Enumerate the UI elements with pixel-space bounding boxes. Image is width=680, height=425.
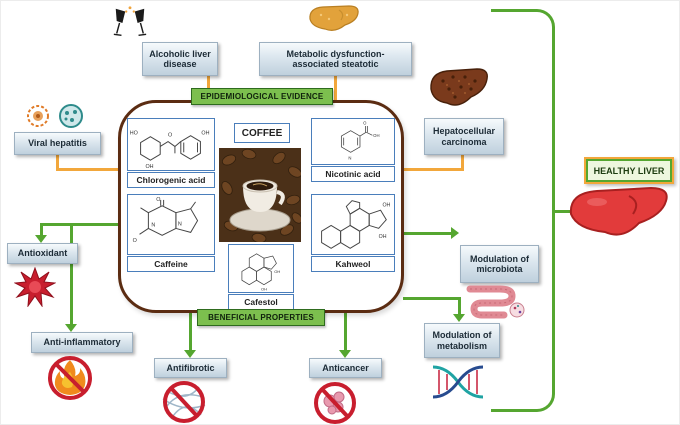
svg-text:OH: OH — [383, 202, 391, 208]
banner-label: BENEFICIAL PROPERTIES — [208, 313, 314, 322]
coffee-title: COFFEE — [234, 123, 290, 143]
label-text: Alcoholic liver disease — [149, 48, 211, 69]
evidence-connector — [334, 75, 337, 101]
benefit-label-modulation-of-metabolism: Modulation of metabolism — [424, 323, 500, 358]
caffeine-structure-icon: O N N O — [127, 194, 215, 255]
benefit-connector — [40, 223, 43, 236]
svg-text:OH: OH — [146, 164, 154, 170]
benefit-connector — [344, 313, 347, 351]
compound-kahweol: OH OH Kahweol — [311, 194, 395, 272]
disease-label-viral-hepatitis: Viral hepatitis — [14, 132, 101, 155]
label-text: Hepatocellular carcinoma — [432, 126, 496, 147]
benefit-connector — [189, 313, 192, 351]
compound-name: Kahweol — [311, 256, 395, 272]
compound-name: Caffeine — [127, 256, 215, 272]
svg-text:N: N — [348, 155, 351, 160]
svg-text:N: N — [178, 221, 182, 227]
arrow-right-icon — [451, 227, 459, 239]
svg-text:OH: OH — [274, 269, 280, 274]
svg-text:O: O — [156, 197, 160, 203]
benefit-label-antioxidant: Antioxidant — [7, 243, 78, 264]
compound-name: Chlorogenic acid — [127, 172, 215, 188]
compound-nicotinic-acid: O OH N Nicotinic acid — [311, 118, 395, 182]
kahweol-structure-icon: OH OH — [311, 194, 395, 255]
compound-cafestol: OH OH Cafestol — [228, 244, 294, 310]
dna-helix-icon — [430, 361, 486, 403]
no-cancer-icon — [312, 381, 358, 424]
svg-text:O: O — [363, 120, 367, 125]
label-text: Antifibrotic — [166, 362, 215, 373]
benefit-connector — [403, 297, 461, 300]
label-text: Metabolic dysfunction-associated steatot… — [286, 48, 385, 69]
label-text: Anticancer — [322, 362, 369, 373]
benefit-connector — [403, 232, 452, 235]
cafestol-structure-icon: OH OH — [228, 244, 294, 293]
hepatitis-virus-icons — [22, 101, 90, 131]
label-text: Viral hepatitis — [28, 138, 87, 149]
nicotinic-acid-structure-icon: O OH N — [311, 118, 395, 165]
evidence-connector — [56, 154, 59, 171]
healthy-liver-icon — [567, 184, 673, 246]
evidence-connector — [461, 154, 464, 171]
compound-name: Cafestol — [228, 294, 294, 310]
banner-label: EPIDEMIOLOGICAL EVIDENCE — [200, 92, 324, 101]
benefit-connector — [458, 297, 461, 315]
champagne-glasses-icon — [111, 3, 149, 41]
label-text: Anti-inflammatory — [43, 337, 121, 348]
svg-text:OH: OH — [261, 287, 267, 292]
svg-text:OH: OH — [373, 133, 379, 138]
arrow-down-icon — [35, 235, 47, 243]
beneficial-properties-banner: BENEFICIAL PROPERTIES — [197, 309, 325, 326]
disease-label-metabolic-steatotic: Metabolic dysfunction-associated steatot… — [259, 42, 412, 76]
no-inflammation-icon — [47, 354, 93, 400]
evidence-connector — [56, 168, 119, 171]
benefit-connector — [40, 223, 119, 226]
disease-label-alcoholic-liver-disease: Alcoholic liver disease — [142, 42, 218, 76]
coffee-cup-photo — [219, 148, 301, 242]
benefit-label-antifibrotic: Antifibrotic — [154, 358, 227, 378]
svg-text:N: N — [151, 222, 155, 228]
arrow-down-icon — [184, 350, 196, 358]
no-fibrosis-icon — [159, 379, 209, 424]
cirrhotic-liver-icon — [427, 65, 491, 115]
label-text: Modulation of microbiota — [470, 253, 529, 274]
coffee-title-label: COFFEE — [241, 127, 283, 139]
benefit-label-anti-inflammatory: Anti-inflammatory — [31, 332, 133, 353]
benefit-connector — [555, 210, 571, 213]
benefit-connector — [70, 223, 73, 325]
compound-name: Nicotinic acid — [311, 166, 395, 182]
outcome-bracket — [491, 9, 555, 412]
compound-caffeine: O N N O Caffeine — [127, 194, 215, 272]
ros-burst-icon — [14, 267, 56, 307]
chlorogenic-acid-structure-icon: HO O OH OH — [127, 118, 215, 171]
svg-text:O: O — [133, 238, 137, 244]
benefit-label-modulation-of-microbiota: Modulation of microbiota — [460, 245, 539, 283]
label-text: HEALTHY LIVER — [593, 165, 665, 176]
compound-chlorogenic-acid: HO O OH OH Chlorogenic acid — [127, 118, 215, 188]
healthy-liver-label: HEALTHY LIVER — [584, 157, 674, 184]
arrow-down-icon — [65, 324, 77, 332]
arrow-down-icon — [453, 314, 465, 322]
arrow-down-icon — [339, 350, 351, 358]
epidemiological-evidence-banner: EPIDEMIOLOGICAL EVIDENCE — [191, 88, 333, 105]
label-text: Modulation of metabolism — [432, 330, 492, 351]
svg-text:OH: OH — [379, 234, 387, 240]
svg-text:O: O — [168, 133, 172, 139]
label-text: Antioxidant — [17, 248, 68, 259]
evidence-connector — [403, 168, 464, 171]
svg-text:HO: HO — [130, 131, 138, 137]
fatty-liver-icon — [307, 3, 361, 37]
disease-label-hepatocellular-carcinoma: Hepatocellular carcinoma — [424, 118, 504, 155]
intestine-icon — [462, 281, 526, 319]
svg-text:OH: OH — [201, 131, 209, 137]
benefit-label-anticancer: Anticancer — [309, 358, 382, 378]
